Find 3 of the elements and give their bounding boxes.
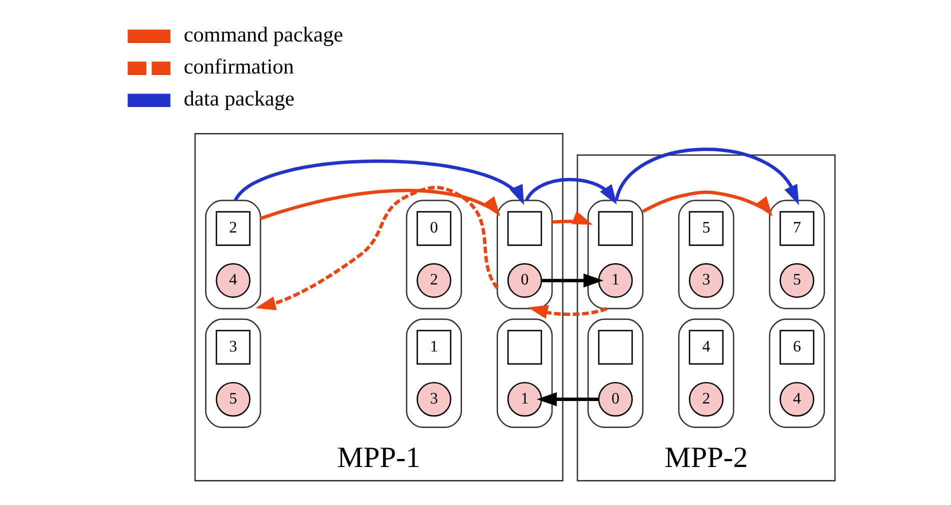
legend-label: data package xyxy=(183,86,294,110)
legend-label: command package xyxy=(183,22,343,46)
legend-label: confirmation xyxy=(183,54,294,78)
